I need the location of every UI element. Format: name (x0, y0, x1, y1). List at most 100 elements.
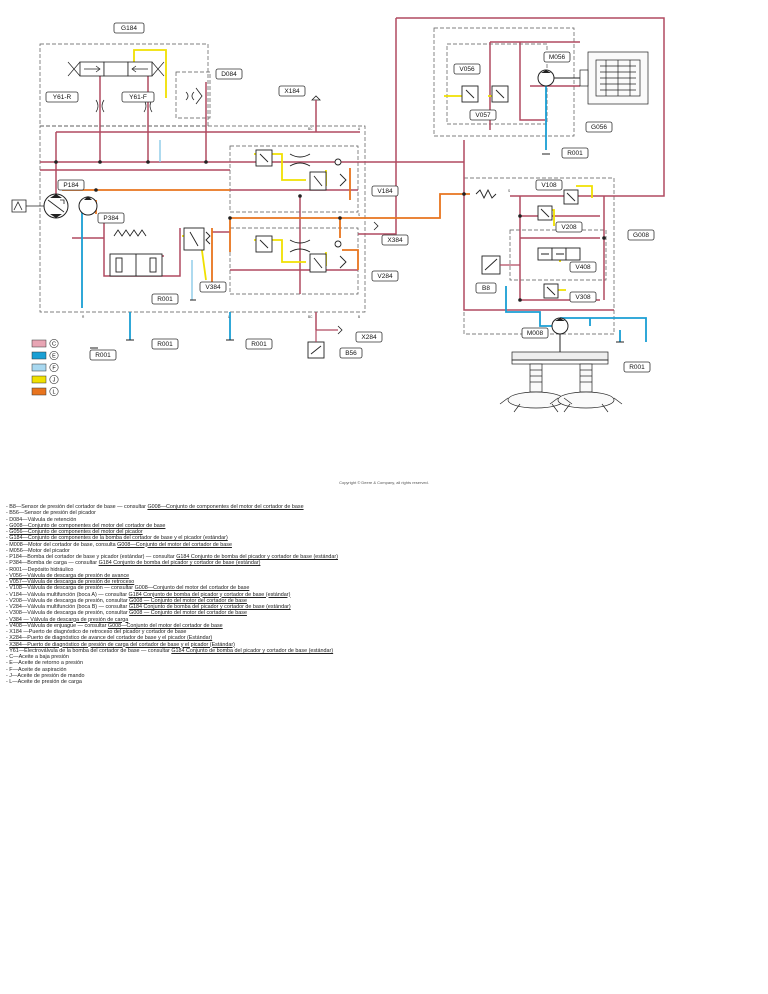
valve-v384-symbol (183, 227, 211, 251)
svg-text:D084: D084 (221, 71, 237, 78)
legend-item: - M056—Motor del picador (6, 548, 338, 554)
legend-item: - P184—Bomba del cortador de base y pica… (6, 554, 338, 560)
legend-item: - E—Aceite de retorno a presión (6, 660, 338, 666)
legend-item: - V057—Válvula de descarga de presión de… (6, 579, 338, 585)
label-p384: P384 (97, 212, 125, 224)
valve-v284-symbol (255, 235, 347, 273)
legend-item-text: - V184—Válvula multifunción (boca A) — c… (6, 591, 129, 598)
motor-m056-symbol (537, 69, 580, 87)
legend-item-text: - (6, 535, 10, 542)
svg-text:V284: V284 (377, 273, 393, 280)
legend-item-link[interactable]: G184 Conjunto de bomba del picador y cor… (98, 560, 261, 567)
legend-item: - D084—Válvula de retención (6, 517, 338, 523)
label-v308: V308 (569, 291, 597, 303)
svg-text:A: A (358, 127, 361, 131)
legend-item: - V284—Válvula multifunción (boca B) — c… (6, 604, 338, 610)
svg-text:R001: R001 (251, 341, 267, 348)
legend-item-link[interactable]: G056—Conjunto de componentes del motor d… (9, 529, 143, 535)
base-cutter-drawing (499, 351, 623, 413)
label-v057: V057 (469, 109, 497, 121)
g184-outline (39, 43, 209, 127)
svg-text:B: B (358, 315, 360, 319)
legend-item-link[interactable]: X384—Puerto de diagnóstico de presión de… (9, 641, 235, 648)
chopper-drum-drawing (579, 51, 649, 105)
svg-text:X184: X184 (284, 88, 300, 95)
legend-item-text: - V208—Válvula de descarga de presión, c… (6, 597, 130, 604)
legend-item: - X384—Puerto de diagnóstico de presión … (6, 642, 338, 648)
sensor-b8-symbol (481, 255, 520, 275)
svg-text:J: J (53, 377, 56, 383)
legend-item-text: - (6, 529, 10, 535)
svg-text:B56: B56 (345, 350, 357, 357)
legend-item-text: - B56—Sensor de presión del picador (6, 510, 96, 517)
legend-item-link[interactable]: V056—Válvula de descarga de presión de a… (9, 572, 130, 579)
legend-item-text: - (6, 641, 10, 648)
legend-item: - C—Aceite a baja presión (6, 654, 338, 660)
legend-item-link[interactable]: G008—Conjunto del motor del cortador de … (134, 585, 250, 592)
legend-item-text: - Y61—Electroválvula de la bomba del cor… (6, 647, 172, 654)
legend-item-text: - P184—Bomba del cortador de base y pica… (6, 554, 177, 560)
svg-text:P184: P184 (63, 182, 79, 189)
label-r001-f: R001 (623, 361, 651, 373)
legend-item-link[interactable]: G184 Conjunto de bomba del picador y cor… (176, 554, 339, 560)
legend-item-link[interactable]: G184 Conjunto de bomba del picador y cor… (128, 604, 291, 610)
label-x384: X384 (381, 234, 409, 246)
motor-m008-symbol (551, 317, 569, 352)
copyright-notice: Copyright © Deere & Company, all rights … (339, 480, 429, 485)
svg-text:M008: M008 (527, 330, 544, 337)
v056-outline (446, 43, 548, 125)
legend-item-link[interactable]: V384 — Válvula de descarga de presión de… (9, 616, 129, 623)
legend-item-link[interactable]: G184—Conjunto de componentes de la bomba… (9, 535, 228, 542)
legend-item-text: - (6, 616, 10, 623)
legend-item-text: - R001—Depósito hidráulico (6, 566, 74, 573)
valve-v208-symbol (537, 205, 553, 221)
svg-text:Y61-R: Y61-R (53, 94, 72, 101)
legend-item-text: - V284—Válvula multifunción (boca B) — c… (6, 604, 129, 610)
d084-outline (175, 71, 211, 119)
svg-text:C: C (52, 341, 56, 347)
legend-item: - V208—Válvula de descarga de presión, c… (6, 598, 338, 604)
legend-item-text: - C—Aceite a baja presión (6, 654, 69, 660)
svg-text:V208: V208 (561, 224, 577, 231)
legend-item-link[interactable]: G008 — Conjunto del motor del cortador d… (129, 597, 247, 604)
svg-text:S: S (508, 189, 510, 193)
legend-item-link[interactable]: X284—Puerto de diagnóstico de avance del… (9, 635, 213, 642)
legend-item-link[interactable]: G008—Conjunto de componentes del motor d… (147, 504, 304, 510)
key-item-c: C (31, 338, 59, 348)
pump-p384-symbol (78, 196, 98, 216)
legend-item-text: - V408—Válvula de enjuague — consultar (6, 622, 108, 629)
color-key: C E F J L (31, 338, 59, 396)
label-v284: V284 (371, 270, 399, 282)
solenoid-valve-y61 (67, 61, 165, 113)
sensor-b56-symbol (307, 330, 325, 359)
svg-text:X284: X284 (361, 334, 377, 341)
label-g056: G056 (585, 121, 613, 133)
legend-item-link[interactable]: G184 Conjunto de bomba del picador y cor… (128, 591, 291, 598)
label-d084: D084 (215, 68, 243, 80)
legend-item-link[interactable]: G008—Conjunto del motor del cortador de … (107, 622, 223, 629)
legend-item-link[interactable]: G008—Conjunto de componentes del motor d… (9, 522, 166, 529)
svg-text:Y61-F: Y61-F (129, 94, 147, 101)
diagnostic-ports (311, 95, 379, 335)
legend-item-link[interactable]: G008 — Conjunto del motor del cortador d… (129, 610, 247, 617)
legend-item-link[interactable]: G184 Conjunto de bomba del picador y cor… (171, 647, 334, 654)
legend-item-link[interactable]: G008—Conjunto del motor del cortador de … (117, 541, 232, 548)
valve-v056-symbol (461, 85, 479, 103)
label-m008: M008 (521, 327, 549, 339)
svg-text:G056: G056 (591, 124, 607, 131)
valve-v108-symbol (475, 188, 579, 205)
pump-p184-symbol (43, 193, 69, 219)
legend-item-text: - V308—Válvula de descarga de presión, c… (6, 610, 130, 617)
legend-item-text: - F—Aceite de aspiración (6, 666, 67, 673)
legend-item: - B8—Sensor de presión del cortador de b… (6, 504, 338, 510)
suction-lines (159, 140, 193, 300)
label-b56: B56 (339, 347, 363, 359)
valve-v308-symbol (543, 283, 559, 299)
legend-item-link[interactable]: V057—Válvula de descarga de presión de r… (9, 579, 135, 585)
label-b8: B8 (475, 282, 497, 294)
hydraulic-schematic: G184 Y61-R Y61-F D084 X184 P184 P384 V18… (11, 17, 665, 413)
label-r001-a: R001 (151, 293, 179, 305)
key-item-j: J (31, 374, 59, 384)
tank-symbols (90, 153, 624, 349)
legend-item-text: - (6, 522, 10, 529)
